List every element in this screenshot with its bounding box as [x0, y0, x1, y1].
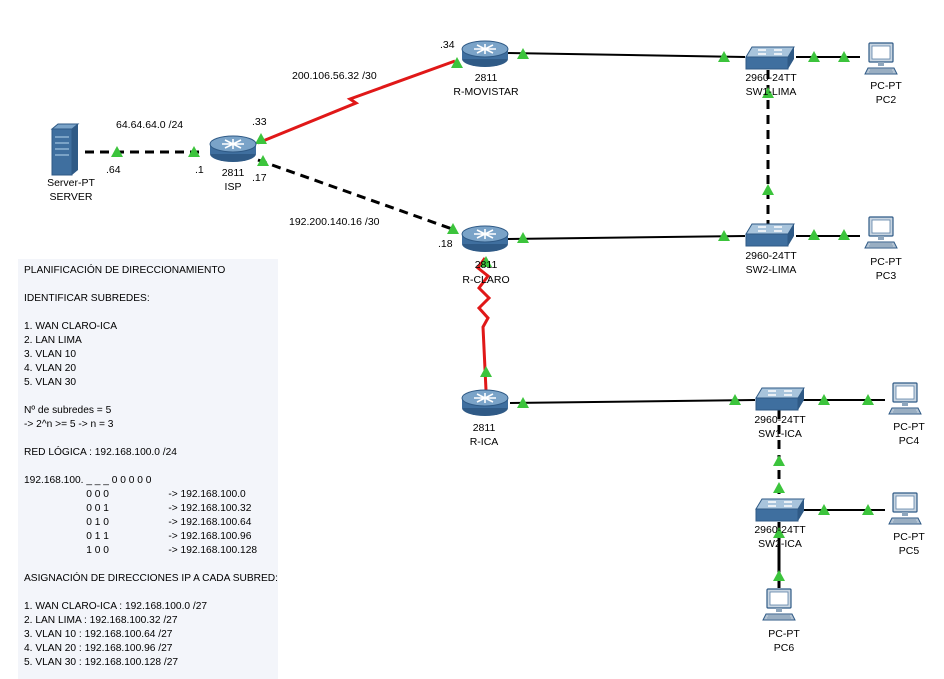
notes-line: 1 0 0 -> 192.168.100.128	[24, 545, 258, 556]
switch-icon-sw2-ica[interactable]	[755, 498, 805, 522]
host-label: .17	[252, 172, 267, 184]
pc-icon-pc2[interactable]	[864, 42, 898, 75]
switch-icon-sw1-ica[interactable]	[755, 387, 805, 411]
device-name-label: R-ICA	[470, 436, 499, 448]
link-r-claro-r-ica	[475, 257, 492, 391]
notes-line: 5. VLAN 30 : 192.168.100.128 /27	[24, 657, 179, 668]
switch-icon-sw1-lima[interactable]	[745, 46, 795, 70]
notes-line: 2. LAN LIMA : 192.168.100.32 /27	[24, 615, 178, 626]
port-indicator	[838, 229, 850, 240]
switch-icon-sw2-lima[interactable]	[745, 223, 795, 247]
host-label: .1	[195, 164, 204, 176]
network-label: 192.200.140.16 /30	[289, 216, 380, 228]
device-type-label: PC-PT	[870, 256, 902, 268]
host-label: .33	[252, 116, 267, 128]
device-name-label: SW1-LIMA	[746, 86, 797, 98]
link-r-movistar-sw1-lima	[504, 52, 746, 58]
device-type-label: 2811	[473, 422, 496, 434]
router-icon-r-ica[interactable]	[461, 389, 509, 417]
host-label: .34	[440, 39, 455, 51]
device-type-label: 2811	[222, 167, 245, 179]
notes-line: 0 1 0 -> 192.168.100.64	[24, 517, 252, 528]
device-type-label: PC-PT	[768, 628, 800, 640]
notes-line: IDENTIFICAR SUBREDES:	[24, 293, 150, 304]
notes-line: 3. VLAN 10	[24, 349, 77, 360]
device-type-label: 2960-24TT	[754, 524, 806, 536]
network-label: 200.106.56.32 /30	[292, 70, 377, 82]
notes-line: 3. VLAN 10 : 192.168.100.64 /27	[24, 629, 173, 640]
device-name-label: R-MOVISTAR	[453, 86, 519, 98]
notes-line: 2. LAN LIMA	[24, 335, 82, 346]
device-name-label: R-CLARO	[462, 274, 509, 286]
notes-line: 4. VLAN 20 : 192.168.100.96 /27	[24, 643, 173, 654]
device-type-label: 2960-24TT	[745, 250, 797, 262]
device-type-label: 2960-24TT	[754, 414, 806, 426]
port-indicator	[773, 570, 785, 581]
network-label: 64.64.64.0 /24	[116, 119, 183, 131]
device-name-label: SW2-ICA	[758, 538, 802, 550]
notes-line: 0 1 1 -> 192.168.100.96	[24, 531, 252, 542]
port-indicator	[773, 455, 785, 466]
pc-icon-pc6[interactable]	[762, 588, 796, 621]
notes-line: ASIGNACIÓN DE DIRECCIONES IP A CADA SUBR…	[24, 573, 278, 584]
device-name-label: SW2-LIMA	[746, 264, 797, 276]
device-name-label: PC4	[899, 435, 920, 447]
notes-line: 1. WAN CLARO-ICA : 192.168.100.0 /27	[24, 601, 208, 612]
notes-line: PLANIFICACIÓN DE DIRECCIONAMIENTO	[24, 265, 226, 276]
host-label: .18	[438, 238, 453, 250]
device-type-label: Server-PT	[47, 177, 95, 189]
pc-icon-pc3[interactable]	[864, 216, 898, 249]
device-type-label: 2960-24TT	[745, 72, 797, 84]
port-indicator	[480, 366, 492, 377]
device-name-label: PC5	[899, 545, 920, 557]
device-type-label: PC-PT	[893, 421, 925, 433]
router-icon-isp[interactable]	[209, 135, 257, 163]
link-r-ica-sw1-ica	[509, 399, 756, 404]
device-name-label: SW1-ICA	[758, 428, 802, 440]
notes-line: 0 0 1 -> 192.168.100.32	[24, 503, 252, 514]
notes-line: RED LÓGICA : 192.168.100.0 /24	[24, 447, 177, 458]
host-label: .64	[106, 164, 121, 176]
notes-line: 5. VLAN 30	[24, 377, 77, 388]
device-type-label: 2811	[475, 72, 498, 84]
pc-icon-pc5[interactable]	[888, 492, 922, 525]
device-type-label: PC-PT	[870, 80, 902, 92]
device-name-label: ISP	[225, 181, 242, 193]
router-icon-r-claro[interactable]	[461, 225, 509, 253]
notes-line: 1. WAN CLARO-ICA	[24, 321, 118, 332]
notes-line: 4. VLAN 20	[24, 363, 77, 374]
notes-line: 0 0 0 -> 192.168.100.0	[24, 489, 246, 500]
port-indicator	[773, 482, 785, 493]
link-isp-r-claro	[257, 158, 456, 232]
device-type-label: PC-PT	[893, 531, 925, 543]
device-name-label: SERVER	[50, 191, 93, 203]
device-type-label: 2811	[475, 259, 498, 271]
notes-line: -> 2^n >= 5 -> n = 3	[24, 419, 114, 430]
notes-line: 192.168.100. _ _ _ 0 0 0 0 0	[24, 475, 152, 486]
device-name-label: PC6	[774, 642, 795, 654]
server-icon[interactable]	[51, 123, 79, 176]
link-r-claro-sw2-lima	[504, 235, 746, 240]
device-name-label: PC2	[876, 94, 897, 106]
port-indicator	[808, 229, 820, 240]
link-isp-r-movistar	[257, 59, 456, 145]
notes-line: Nº de subredes = 5	[24, 405, 112, 416]
pc-icon-pc4[interactable]	[888, 382, 922, 415]
port-indicator	[517, 232, 529, 243]
notes-panel: PLANIFICACIÓN DE DIRECCIONAMIENTO IDENTI…	[18, 259, 278, 679]
router-icon-r-movistar[interactable]	[461, 40, 509, 68]
port-indicator	[762, 184, 774, 195]
device-name-label: PC3	[876, 270, 897, 282]
